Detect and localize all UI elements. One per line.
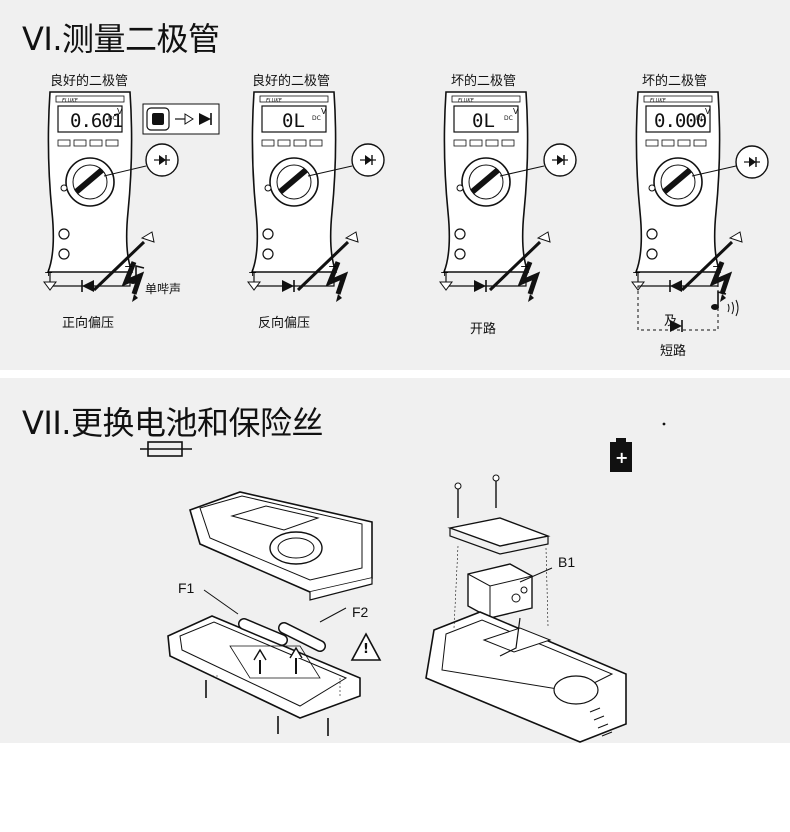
battery-fuse-illustration [140,422,666,743]
label-f1: F1 [178,580,195,596]
col1-title: 良好的二极管 [50,74,129,89]
lcd-unit-4: V [705,107,711,116]
lcd-reading-4: 0.000 [654,110,707,132]
section-vi-title: VI.测量二极管 [22,20,220,58]
meter-back-case [425,545,627,743]
svg-text:−: − [328,260,337,273]
col4-title: 坏的二极管 [642,74,708,89]
beep-label: 单哔声 [145,282,182,296]
lcd-unit-3: V [513,107,519,116]
diode-mode-callout [142,103,220,135]
battery-b1 [467,563,553,619]
battery-door [447,474,551,555]
battery-fuse-panel: VII.更换电池和保险丝 [0,378,790,743]
lcd-unit-1: V [117,107,123,116]
brand-logo-2: FLUKE [266,98,282,104]
fuse-icon [140,441,192,457]
warning-icon [350,632,382,661]
battery-icon [610,438,632,472]
meter-3 [444,92,550,302]
svg-text:+: + [248,266,257,279]
svg-text:−: − [520,260,529,273]
fuse-f1 [238,618,288,646]
warning-mark: ! [363,642,369,657]
meter-top-case [189,491,373,601]
section-vii-title: VII.更换电池和保险丝 [22,404,323,442]
diode-test-panel: VI.测量二极管 良好的二极管 良好的二极管 坏的二极管 坏的二极管 [0,0,790,370]
brand-logo-1: FLUKE [62,98,78,104]
svg-text:−: − [712,260,721,273]
col4-note-top: 及 [664,314,678,329]
svg-text:+: + [440,266,449,279]
col2-title: 良好的二极管 [252,74,331,89]
lcd-reading-3: 0L [472,110,495,132]
label-b1: B1 [558,554,576,570]
brand-logo-3: FLUKE [458,98,474,104]
lcd-reading-1: 0.601 [70,110,123,132]
col4-note: 短路 [660,344,687,359]
svg-text:+: + [44,266,53,279]
svg-text:−: − [124,260,133,273]
col3-title: 坏的二极管 [451,74,517,89]
meter-bottom-case [167,589,361,736]
col3-note: 开路 [470,322,497,337]
lcd-unit-2: V [321,107,327,116]
lcd-range-4: DC [696,115,705,122]
lcd-reading-2: 0L [282,110,305,132]
battery-plus-sign: + [615,448,629,467]
fuse-f2 [278,622,326,652]
label-f2: F2 [352,604,369,620]
meter-2 [252,92,358,302]
lcd-range-2: DC [312,115,321,122]
lcd-range-1: DC [108,115,117,122]
diode-illustrations: + − + − [43,0,769,333]
col2-note: 反向偏压 [258,316,311,331]
col1-note: 正向偏压 [62,316,115,331]
brand-logo-4: FLUKE [650,98,666,104]
lcd-range-3: DC [504,115,513,122]
svg-text:+: + [632,266,641,279]
